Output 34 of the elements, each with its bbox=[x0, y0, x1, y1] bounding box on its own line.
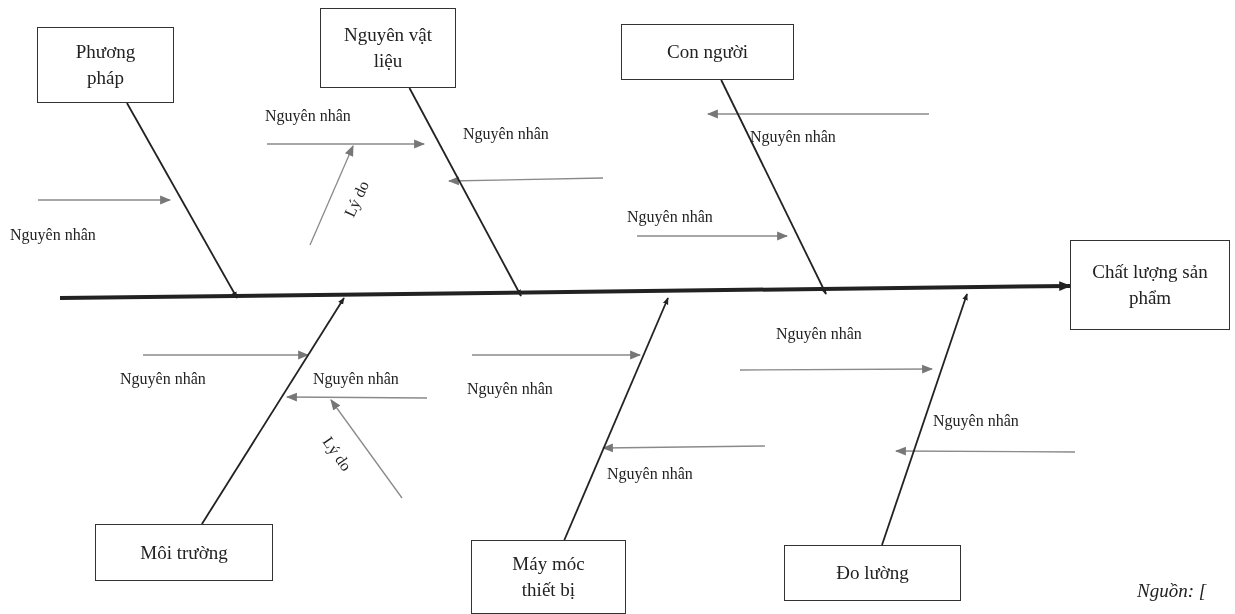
bone-arrow bbox=[563, 297, 669, 541]
cause-label: Nguyên nhân bbox=[463, 125, 549, 143]
category-box bbox=[95, 524, 273, 581]
effect-box bbox=[1070, 240, 1230, 330]
category-box bbox=[621, 24, 794, 80]
cause-label: Nguyên nhân bbox=[750, 128, 836, 146]
category-box bbox=[471, 540, 626, 614]
box-text: Phương pháp bbox=[74, 40, 137, 90]
spine-arrow bbox=[59, 281, 1072, 300]
reason-label: Lý do bbox=[340, 178, 374, 220]
box-text: Con người bbox=[666, 40, 748, 65]
bone-arrow bbox=[408, 87, 522, 297]
reason-label: Lý do bbox=[318, 433, 356, 475]
box-text: Môi trường bbox=[140, 540, 228, 565]
box-text: Nguyên vật liệu bbox=[343, 23, 433, 73]
cause-label: Nguyên nhân bbox=[933, 412, 1019, 430]
cause-label: Nguyên nhân bbox=[313, 370, 399, 388]
box-text: Chất lượng sản phẩm bbox=[1091, 260, 1209, 310]
box-text: Đo lường bbox=[836, 561, 909, 586]
bone-arrow bbox=[720, 79, 827, 295]
category-box bbox=[784, 545, 961, 601]
bone-arrow bbox=[881, 293, 968, 546]
category-box bbox=[37, 27, 174, 103]
cause-label: Nguyên nhân bbox=[10, 226, 96, 244]
bone-arrow bbox=[201, 297, 345, 525]
cause-label: Nguyên nhân bbox=[120, 370, 206, 388]
cause-label: Nguyên nhân bbox=[776, 325, 862, 343]
cause-label: Nguyên nhân bbox=[467, 380, 553, 398]
source-caption: Nguồn: [ bbox=[1137, 580, 1207, 602]
category-box bbox=[320, 8, 456, 88]
box-text: Máy móc thiết bị bbox=[511, 552, 586, 602]
cause-label: Nguyên nhân bbox=[627, 208, 713, 226]
cause-label: Nguyên nhân bbox=[607, 465, 693, 483]
cause-label: Nguyên nhân bbox=[265, 107, 351, 125]
